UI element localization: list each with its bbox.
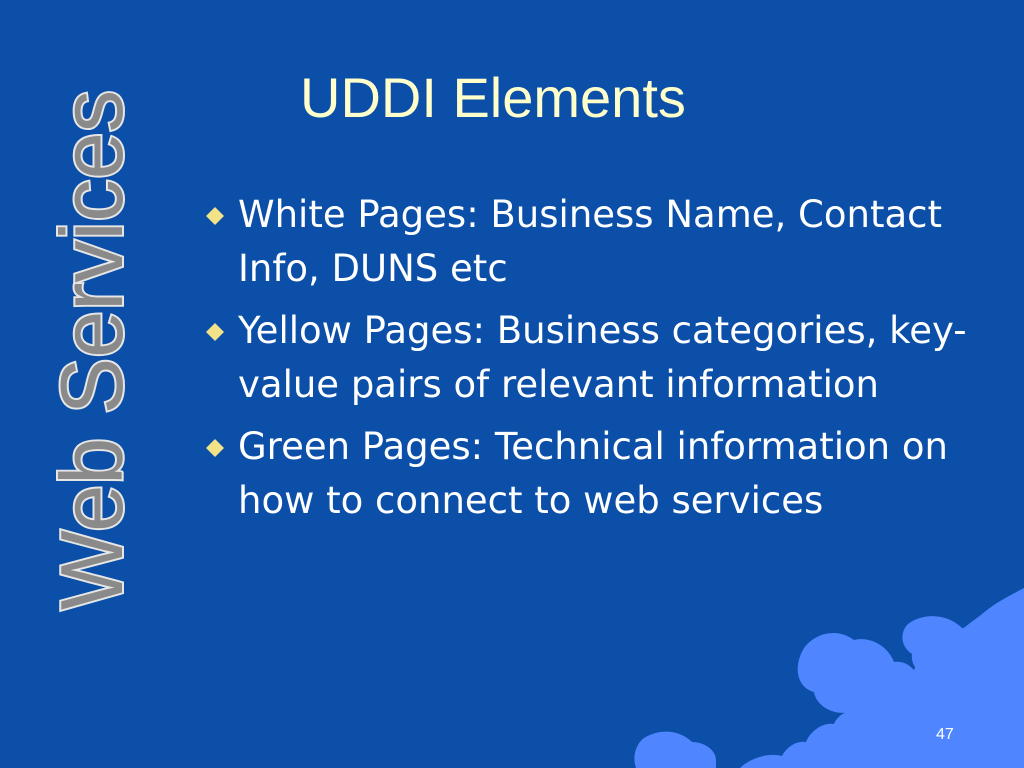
bullet-item-white-pages: White Pages: Business Name, Contact Info… xyxy=(200,188,970,296)
bullet-item-green-pages: Green Pages: Technical information on ho… xyxy=(200,420,970,528)
diamond-icon xyxy=(206,439,224,457)
bullet-text-green-pages: Green Pages: Technical information on ho… xyxy=(238,425,948,522)
vertical-section-title-text: Web Services xyxy=(42,90,141,610)
decorative-wave-shape xyxy=(634,588,1024,768)
slide-title: UDDI Elements xyxy=(300,66,686,129)
bullet-item-yellow-pages: Yellow Pages: Business categories, key-v… xyxy=(200,304,970,412)
bullet-text-yellow-pages: Yellow Pages: Business categories, key-v… xyxy=(238,309,967,406)
bullet-list: White Pages: Business Name, Contact Info… xyxy=(200,188,970,536)
vertical-section-title: Web Services xyxy=(40,88,143,612)
page-number: 47 xyxy=(936,726,954,743)
diamond-icon xyxy=(206,207,224,225)
bullet-text-white-pages: White Pages: Business Name, Contact Info… xyxy=(238,193,942,290)
diamond-icon xyxy=(206,323,224,341)
